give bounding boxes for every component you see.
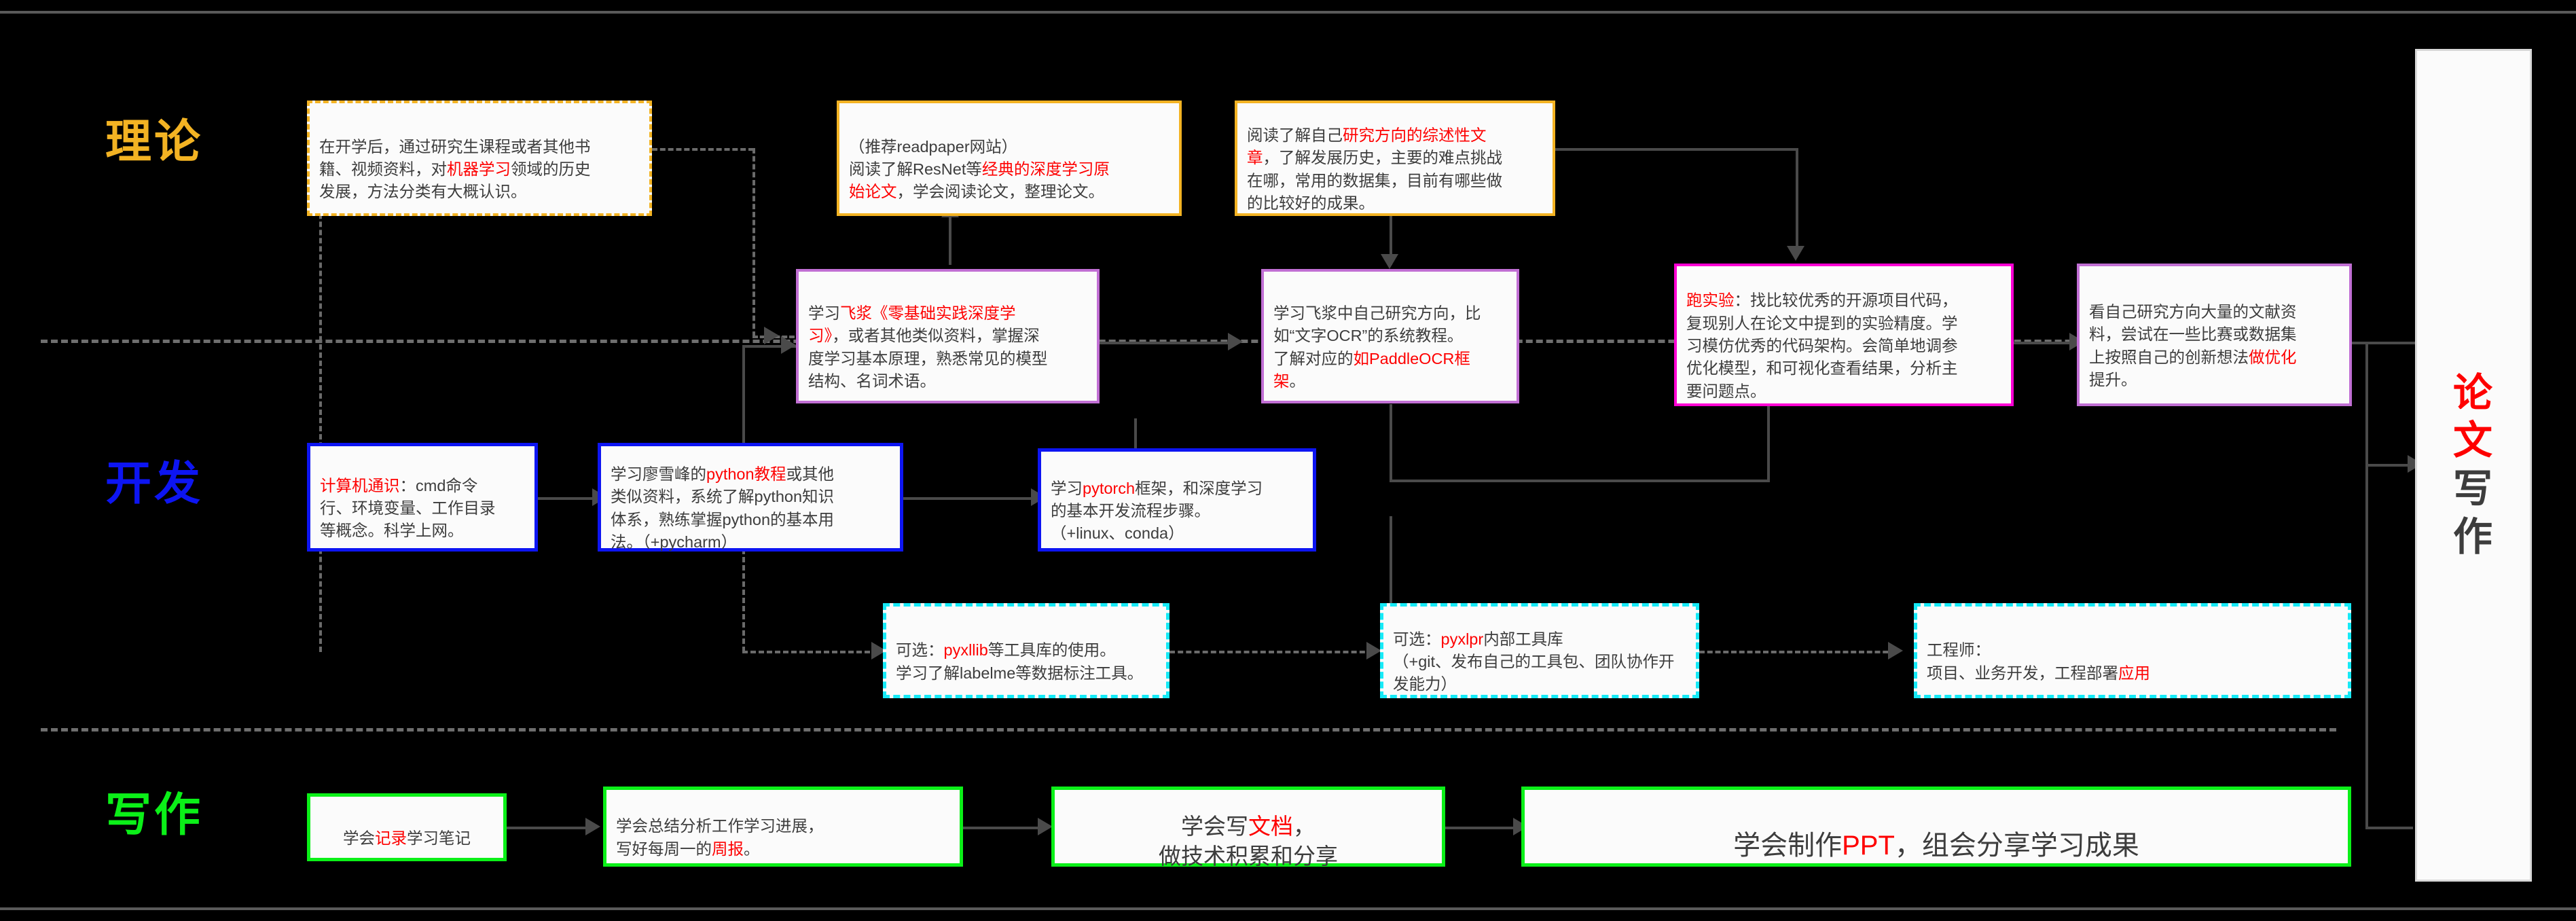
- connector-pyxlpr-up: [1390, 516, 1392, 604]
- top-divider: [0, 11, 2576, 14]
- node-optional-pyxllib-text: 可选：pyxllib等工具库的使用。 学习了解labelme等数据标注工具。: [896, 641, 1144, 682]
- connector-ppt-to-collector: [2365, 827, 2413, 829]
- connector-pytorch-up: [1134, 418, 1137, 450]
- node-optional-pyxllib[interactable]: 可选：pyxllib等工具库的使用。 学习了解labelme等数据标注工具。: [883, 603, 1169, 698]
- connector-notes-weekly: [506, 827, 594, 829]
- node-run-experiment[interactable]: 跑实验：找比较优秀的开源项目代码， 复现别人在论文中提到的实验精度。学 习模仿优…: [1674, 264, 2014, 406]
- connector-cs-to-python: [537, 497, 604, 500]
- node-optional-pyxlpr-text: 可选：pyxlpr内部工具库 （+git、发布自己的工具包、团队协作开 发能力）: [1393, 630, 1675, 693]
- arrowhead-python-pyxllib: [871, 642, 886, 660]
- row-label-writing: 写作: [105, 789, 204, 841]
- dev-writing-divider: [41, 728, 2336, 732]
- node-engineer-role-text: 工程师： 项目、业务开发，工程部署应用: [1927, 641, 2150, 682]
- node-cs-basics[interactable]: 计算机通识：cmd命令 行、环境变量、工作目录 等概念。科学上网。: [307, 443, 538, 552]
- node-theory-survey-text: 阅读了解自己研究方向的综述性文 章，了解发展历史，主要的难点挑战 在哪，常用的数…: [1247, 126, 1502, 213]
- bottom-divider: [0, 907, 2576, 910]
- connector-weekly-docs: [963, 827, 1045, 829]
- row-label-development: 开发: [105, 458, 204, 509]
- arrowhead-notes-weekly: [585, 818, 600, 835]
- connector-right-collector: [2365, 342, 2368, 829]
- arrowhead-intro-paddle: [764, 327, 779, 344]
- connector-survey-down: [1390, 216, 1392, 265]
- connector-python-down-dashed: [742, 516, 745, 652]
- paper-writing-red: 论文: [2452, 370, 2494, 463]
- connector-pyxlpr-engineer: [1699, 651, 1896, 653]
- node-paper-writing[interactable]: 论文 写作: [2415, 49, 2532, 882]
- node-pytorch-framework-text: 学习pytorch框架，和深度学习 的基本开发流程步骤。 （+linux、con…: [1051, 479, 1263, 543]
- node-write-weekly[interactable]: 学会总结分析工作学习进展， 写好每周一的周报。: [603, 787, 963, 867]
- node-literature-optimization[interactable]: 看自己研究方向大量的文献资 料，尝试在一些比赛或数据集 上按照自己的创新想法做优…: [2077, 264, 2352, 406]
- node-literature-optimization-text: 看自己研究方向大量的文献资 料，尝试在一些比赛或数据集 上按照自己的创新想法做优…: [2089, 302, 2297, 389]
- node-python-tutorial-text: 学习廖雪峰的python教程或其他 类似资料，系统了解python知识 体系，熟…: [611, 465, 835, 552]
- node-theory-intro[interactable]: 在开学后，通过研究生课程或者其他书 籍、视频资料，对机器学习领域的历史 发展，方…: [307, 101, 652, 216]
- arrowhead-survey-exp: [1787, 246, 1804, 261]
- connector-paddle-to-direction: [1100, 342, 1235, 344]
- row-label-theory: 理论: [105, 116, 204, 168]
- node-paddle-basics-text: 学习飞浆《零基础实践深度学 习》，或者其他类似资料，掌握深 度学习基本原理，熟悉…: [808, 304, 1048, 391]
- connector-survey-right: [1555, 148, 1798, 151]
- connector-intro-down: [752, 148, 755, 337]
- node-write-weekly-text: 学会总结分析工作学习进展， 写好每周一的周报。: [616, 817, 824, 858]
- node-paddle-direction-text: 学习飞浆中自己研究方向，比 如“文字OCR”的系统教程。 了解对应的如Paddl…: [1273, 304, 1481, 391]
- node-paddle-direction[interactable]: 学习飞浆中自己研究方向，比 如“文字OCR”的系统教程。 了解对应的如Paddl…: [1261, 269, 1519, 403]
- node-cs-basics-text: 计算机通识：cmd命令 行、环境变量、工作目录 等概念。科学上网。: [320, 476, 496, 540]
- theory-dev-divider: [41, 340, 2336, 343]
- arrowhead-paddle-direction: [1228, 333, 1243, 350]
- arrowhead-survey-direction: [1381, 254, 1398, 269]
- node-theory-papers-text: （推荐readpaper网站） 阅读了解ResNet等经典的深度学习原 始论文，…: [849, 137, 1110, 201]
- node-write-docs[interactable]: 学会写文档， 做技术积累和分享: [1051, 787, 1445, 869]
- connector-collector-to-paper: [2365, 464, 2420, 467]
- node-write-notes[interactable]: 学会记录学习笔记: [307, 793, 507, 861]
- connector-python-right: [742, 345, 797, 348]
- arrowhead-python-paddle: [781, 336, 796, 354]
- node-run-experiment-text: 跑实验：找比较优秀的开源项目代码， 复现别人在论文中提到的实验精度。学 习模仿优…: [1686, 291, 1958, 400]
- connector-intro-right: [652, 148, 754, 151]
- arrowhead-pyxllib-pyxlpr: [1366, 642, 1381, 660]
- node-engineer-role[interactable]: 工程师： 项目、业务开发，工程部署应用: [1914, 603, 2351, 698]
- connector-to-pyxllib: [742, 651, 878, 653]
- arrowhead-weekly-docs: [1038, 818, 1053, 835]
- node-optional-pyxlpr[interactable]: 可选：pyxlpr内部工具库 （+git、发布自己的工具包、团队协作开 发能力）: [1380, 603, 1699, 698]
- node-write-ppt-text: 学会制作PPT，组会分享学习成果: [1733, 831, 2139, 861]
- connector-paddle-up-papers: [949, 216, 951, 265]
- node-write-ppt[interactable]: 学会制作PPT，组会分享学习成果: [1521, 787, 2351, 867]
- connector-python-to-pytorch: [903, 497, 1039, 500]
- paper-writing-gray: 写作: [2452, 467, 2494, 559]
- connector-survey-down-exp: [1796, 148, 1798, 255]
- node-theory-papers[interactable]: （推荐readpaper网站） 阅读了解ResNet等经典的深度学习原 始论文，…: [837, 101, 1182, 216]
- node-theory-intro-text: 在开学后，通过研究生课程或者其他书 籍、视频资料，对机器学习领域的历史 发展，方…: [319, 137, 591, 201]
- connector-exp-to-literature: [2010, 342, 2078, 344]
- connector-direction-right: [1390, 480, 1770, 482]
- node-python-tutorial[interactable]: 学习廖雪峰的python教程或其他 类似资料，系统了解python知识 体系，熟…: [598, 443, 903, 552]
- connector-direction-up-exp: [1767, 405, 1770, 481]
- arrowhead-pyxlpr-engineer: [1888, 642, 1903, 660]
- connector-python-up: [742, 345, 745, 446]
- node-pytorch-framework[interactable]: 学习pytorch框架，和深度学习 的基本开发流程步骤。 （+linux、con…: [1038, 448, 1316, 552]
- node-paddle-basics[interactable]: 学习飞浆《零基础实践深度学 习》，或者其他类似资料，掌握深 度学习基本原理，熟悉…: [796, 269, 1100, 403]
- node-write-docs-text: 学会写文档， 做技术积累和分享: [1159, 813, 1338, 869]
- connector-left-vertical-dashed: [319, 148, 322, 652]
- connector-pyxllib-pyxlpr: [1169, 651, 1373, 653]
- connector-docs-ppt: [1445, 827, 1520, 829]
- node-theory-survey[interactable]: 阅读了解自己研究方向的综述性文 章，了解发展历史，主要的难点挑战 在哪，常用的数…: [1235, 101, 1555, 216]
- connector-direction-down: [1390, 404, 1392, 482]
- node-paper-writing-text: 论文 写作: [2453, 369, 2494, 562]
- connector-literature-paper: [2350, 342, 2418, 344]
- node-write-notes-text: 学会记录学习笔记: [343, 829, 471, 847]
